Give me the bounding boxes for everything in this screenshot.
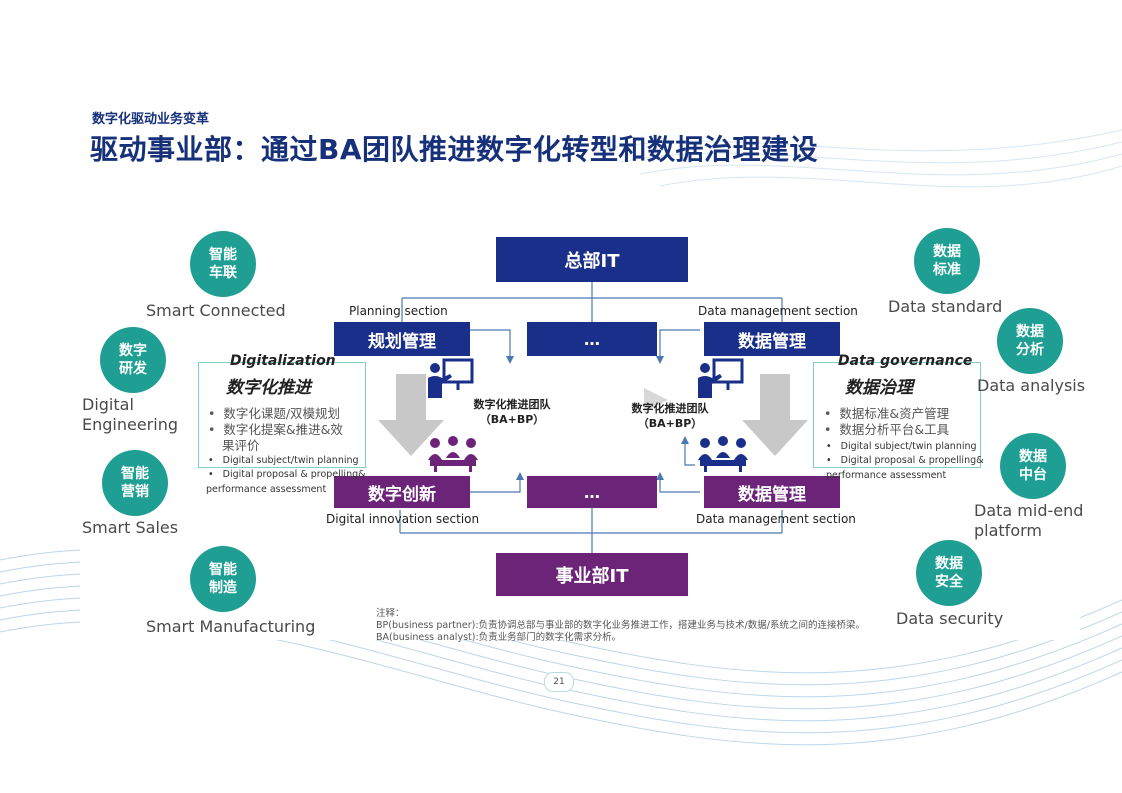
circle-text-line2: 分析 [1016, 342, 1044, 358]
bu-it-box: 事业部IT [496, 553, 688, 596]
data-analysis-circle: 数据分析 [997, 308, 1063, 374]
smart-connected-circle: 智能车联 [190, 231, 256, 297]
right-small-bullet-2: • Digital proposal & propelling& [826, 455, 984, 466]
circle-text-line2: 研发 [119, 361, 147, 377]
left-bullet-2: • 数字化提案&推进&效 [208, 422, 343, 437]
team-right-line2: （BA+BP） [637, 417, 703, 430]
page-number: 21 [544, 672, 574, 692]
circle-text-line1: 数据 [1016, 324, 1044, 340]
hq-it-box: 总部IT [496, 237, 688, 282]
innovation-label: 数字创新 [368, 484, 436, 505]
left-bullet-1-text: 数字化课题/双模规划 [223, 406, 341, 421]
presenter-icon-right [698, 358, 744, 398]
data-governance-panel [813, 362, 981, 468]
data-platform-label: Data mid-end platform [974, 501, 1084, 540]
team-right-label: 数字化推进团队 （BA+BP） [620, 401, 720, 431]
left-bullet-3-text: 果评价 [222, 438, 260, 453]
middle-top-box: … [527, 322, 657, 356]
smart-sales-label: Smart Sales [82, 518, 179, 537]
circle-text-line2: 制造 [209, 580, 237, 596]
planning-mgmt-box: 规划管理 [334, 322, 470, 356]
data-mgmt-bottom-label: 数据管理 [738, 484, 806, 505]
smart-manufacturing-label: Smart Manufacturing [146, 617, 316, 636]
notes-heading: 注释： [376, 608, 405, 619]
circle-text-line1: 数据 [935, 556, 963, 572]
left-small-bullet-2-text: Digital proposal & propelling& [222, 469, 366, 480]
innovation-box: 数字创新 [334, 476, 470, 508]
digitalization-title-zh: 数字化推进 [226, 378, 311, 398]
data-platform-circle: 数据中台 [1000, 433, 1066, 499]
circle-text-line2: 安全 [935, 574, 963, 590]
left-small-bullet-3-text: performance assessment [206, 484, 327, 495]
team-left-label: 数字化推进团队 （BA+BP） [462, 397, 562, 427]
right-bullet-2: • 数据分析平台&工具 [824, 422, 950, 437]
data-mgmt-top-box: 数据管理 [704, 322, 840, 356]
digitalization-title-en: Digitalization [230, 353, 336, 369]
circle-text-line1: 数字 [119, 343, 147, 359]
team-left-line1: 数字化推进团队 [473, 398, 551, 411]
right-bullet-1: • 数据标准&资产管理 [824, 406, 950, 421]
smart-manufacturing-circle: 智能制造 [190, 546, 256, 612]
innovation-section-label: Digital innovation section [326, 512, 480, 526]
data-governance-title-zh: 数据治理 [845, 378, 913, 398]
data-analysis-label: Data analysis [977, 376, 1086, 395]
right-small-bullet-1-text: Digital subject/twin planning [840, 441, 977, 452]
circle-text-line2: 车联 [209, 265, 237, 281]
page-title: 驱动事业部：通过BA团队推进数字化转型和数据治理建设 [90, 133, 819, 166]
circle-text-line2: 中台 [1019, 467, 1047, 483]
data-security-circle: 数据安全 [916, 540, 982, 606]
left-bullet-2-text: 数字化提案&推进&效 [223, 422, 343, 437]
data-mgmt-bottom-box: 数据管理 [704, 476, 840, 508]
team-right-line1: 数字化推进团队 [631, 402, 709, 415]
planning-mgmt-label: 规划管理 [368, 331, 436, 352]
planning-section-label: Planning section [349, 304, 448, 318]
section-subtitle: 数字化驱动业务变革 [92, 112, 210, 127]
circle-text-line1: 智能 [121, 466, 149, 482]
circle-text-line1: 智能 [209, 562, 237, 578]
right-small-bullet-1: • Digital subject/twin planning [826, 441, 977, 452]
left-bullet-1: • 数字化课题/双模规划 [208, 406, 341, 421]
right-small-bullet-2-text: Digital proposal & propelling& [840, 455, 984, 466]
right-bullet-1-text: 数据标准&资产管理 [839, 406, 950, 421]
team-left-line2: （BA+BP） [479, 413, 545, 426]
left-small-bullet-1-text: Digital subject/twin planning [222, 455, 359, 466]
circle-text-line1: 智能 [209, 247, 237, 263]
hq-it-label: 总部IT [564, 250, 620, 272]
circle-text-line2: 营销 [121, 484, 149, 500]
digital-engineering-label: Digital Engineering [82, 395, 178, 434]
middle-bottom-label: … [584, 482, 600, 502]
notes-ba: BA(business analyst):负责业务部门的数字化需求分析。 [376, 632, 622, 643]
presenter-icon-left [428, 358, 474, 398]
middle-top-label: … [584, 329, 600, 349]
smart-sales-circle: 智能营销 [102, 450, 168, 516]
middle-bottom-box: … [527, 476, 657, 508]
data-mgmt-section-top-label: Data management section [698, 304, 858, 318]
data-standard-label: Data standard [888, 297, 1003, 316]
data-security-label: Data security [896, 609, 1004, 628]
meeting-icon-right [698, 436, 748, 472]
data-governance-title-en: Data governance [838, 353, 973, 369]
bu-it-label: 事业部IT [555, 565, 629, 587]
notes-bp: BP(business partner):负责协调总部与事业部的数字化业务推进工… [376, 620, 865, 631]
digital-engineering-circle: 数字研发 [100, 327, 166, 393]
circle-text-line1: 数据 [933, 244, 961, 260]
right-bullet-2-text: 数据分析平台&工具 [839, 422, 950, 437]
digitalization-panel [198, 362, 366, 468]
data-mgmt-section-bottom-label: Data management section [696, 512, 856, 526]
circle-text-line1: 数据 [1019, 449, 1047, 465]
meeting-icon-left [428, 436, 478, 472]
circle-text-line2: 标准 [933, 262, 961, 278]
data-mgmt-top-label: 数据管理 [738, 331, 806, 352]
right-small-bullet-3-text: performance assessment [826, 470, 947, 481]
left-small-bullet-2: • Digital proposal & propelling& [208, 469, 366, 480]
data-standard-circle: 数据标准 [914, 228, 980, 294]
smart-connected-label: Smart Connected [146, 301, 286, 320]
left-small-bullet-1: • Digital subject/twin planning [208, 455, 359, 466]
